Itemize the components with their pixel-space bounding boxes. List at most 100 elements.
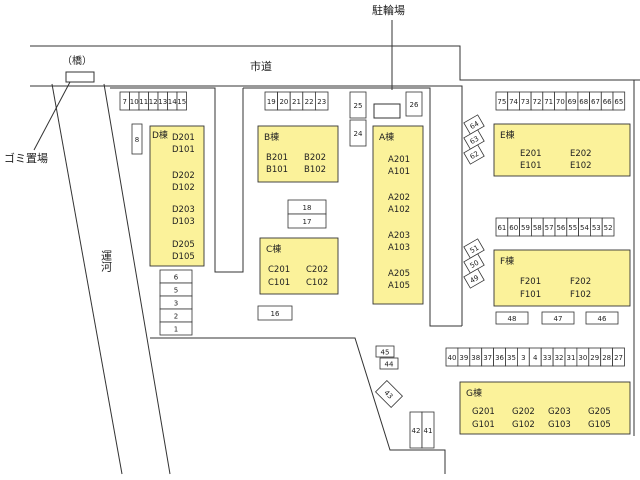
parking-space: 41: [421, 411, 435, 449]
parking-space-number: 70: [556, 98, 565, 106]
unit-number: D103: [172, 217, 195, 227]
unit-number: B201: [266, 153, 288, 163]
parking-space-number: 66: [603, 98, 612, 106]
parking-space-number: 59: [521, 224, 530, 232]
parking-space-box: [601, 217, 615, 237]
parking-space-number: 4: [533, 354, 538, 362]
parking-space-number: 38: [471, 354, 480, 362]
parking-space-number: 55: [568, 224, 577, 232]
parking-space-box: [374, 379, 404, 409]
unit-number: A205: [388, 269, 410, 279]
unit-number: A102: [388, 205, 410, 215]
parking-space-number: 48: [508, 315, 517, 323]
garbage-label: ゴミ置場: [4, 151, 48, 165]
unit-number: G102: [512, 420, 535, 430]
parking-space: 35: [505, 347, 518, 367]
parking-space-number: 3: [521, 354, 525, 362]
parking-space-box: [585, 311, 619, 325]
parking-space-number: 22: [305, 98, 314, 106]
parking-space-number: 15: [177, 98, 186, 106]
parking-space: 54: [578, 217, 591, 237]
parking-space: 5: [159, 282, 193, 297]
parking-space-number: 27: [614, 354, 623, 362]
building-footprint: [459, 381, 631, 435]
parking-space-number: 14: [168, 98, 177, 106]
parking-space-number: 52: [604, 224, 613, 232]
bicycle-parking-label: 駐輪場: [372, 3, 405, 17]
parking-space-box: [131, 123, 143, 155]
parking-space-number: 18: [303, 204, 312, 212]
parking-space-box: [176, 91, 187, 111]
bridge-label: （橋）: [62, 54, 92, 67]
parking-space: 38: [469, 347, 483, 367]
building-footprint: [149, 125, 205, 267]
parking-space-number: 24: [354, 130, 363, 138]
unit-number: D105: [172, 252, 195, 262]
unit-number: F101: [520, 290, 541, 300]
parking-space: 52: [601, 217, 615, 237]
parking-space: 13: [157, 91, 168, 111]
building-name: F棟: [500, 255, 514, 267]
unit-number: E202: [570, 149, 592, 159]
unit-number: E101: [520, 161, 542, 171]
parking-space: 62: [463, 144, 485, 165]
building-name: G棟: [466, 387, 482, 399]
parking-space-number: 50: [469, 259, 481, 270]
parking-space: 68: [577, 91, 591, 111]
parking-space: 44: [379, 357, 399, 370]
parking-space-box: [405, 91, 423, 117]
unit-number: D202: [172, 171, 195, 181]
garbage-leader: [33, 81, 71, 151]
parking-space: 53: [590, 217, 603, 237]
parking-space-number: 41: [424, 427, 433, 435]
parking-space-number: 74: [509, 98, 518, 106]
parking-space: 27: [612, 347, 625, 367]
parking-space: 12: [148, 91, 159, 111]
parking-space-number: 57: [545, 224, 554, 232]
parking-space: 2: [159, 308, 193, 323]
parking-space: 11: [138, 91, 149, 111]
parking-space: 61: [495, 217, 509, 237]
parking-space-number: 72: [532, 98, 541, 106]
inner-lot-outline-left: [110, 87, 244, 273]
parking-space: 43: [374, 379, 404, 409]
parking-space-box: [349, 119, 367, 147]
parking-space-number: 19: [267, 98, 276, 106]
unit-number: G202: [512, 407, 535, 417]
parking-space-number: 46: [598, 315, 607, 323]
parking-space: 59: [519, 217, 532, 237]
unit-number: G205: [588, 407, 611, 417]
unit-number: D102: [172, 183, 195, 193]
parking-space: 45: [375, 345, 395, 358]
parking-space: 3: [159, 295, 193, 310]
parking-space: 29: [588, 347, 602, 367]
parking-space-box: [257, 305, 293, 321]
parking-space-box: [379, 357, 399, 370]
parking-space: 42: [409, 411, 423, 449]
parking-space: 58: [531, 217, 544, 237]
parking-space: 14: [167, 91, 178, 111]
parking-space: 60: [507, 217, 520, 237]
inner-lot-outline-mid: [243, 87, 462, 327]
parking-space-number: 31: [566, 354, 575, 362]
parking-space: 10: [129, 91, 140, 111]
canal-edge-right: [103, 83, 171, 475]
parking-space-number: 53: [592, 224, 601, 232]
parking-space: 3: [517, 347, 530, 367]
parking-space: 19: [264, 91, 279, 111]
bridge-box: [65, 71, 95, 83]
parking-space-number: 21: [292, 98, 301, 106]
parking-space: 50: [463, 253, 485, 274]
unit-number: F202: [570, 277, 591, 287]
unit-number: E102: [570, 161, 592, 171]
parking-space: 48: [495, 311, 529, 325]
parking-space: 55: [566, 217, 579, 237]
parking-space: 21: [289, 91, 304, 111]
parking-space-number: 44: [385, 361, 394, 369]
parking-space-number: 63: [469, 135, 481, 146]
parking-space: 70: [554, 91, 567, 111]
canal-label: 運河: [100, 250, 113, 272]
